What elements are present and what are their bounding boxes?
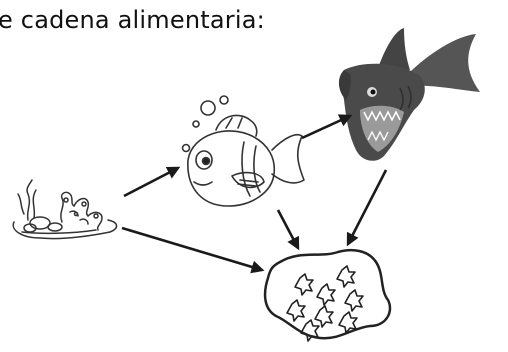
fish-icon	[181, 95, 305, 207]
arrow-plants-to-fish	[123, 166, 181, 198]
arrow-shark-to-decomposers	[346, 169, 388, 247]
decomposers-icon	[263, 248, 392, 342]
seaweed-plants-icon	[12, 179, 118, 240]
arrow-plants-to-decomposers	[121, 226, 265, 274]
diagram-title: e cadena alimentaria:	[0, 6, 265, 34]
arrow-fish-to-decomposers	[276, 209, 300, 251]
arrow-fish-to-shark	[301, 114, 353, 140]
shark-icon	[338, 28, 480, 161]
